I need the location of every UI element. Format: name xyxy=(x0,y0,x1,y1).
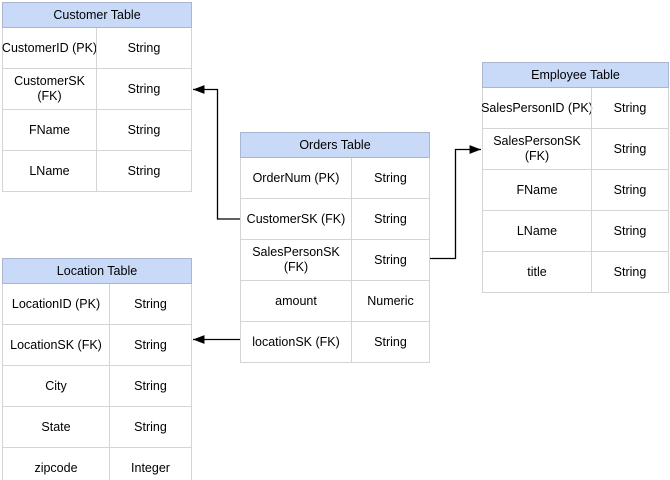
table-row[interactable]: LocationID (PK) String xyxy=(3,284,191,324)
table-row[interactable]: State String xyxy=(3,406,191,447)
table-row[interactable]: CustomerSK (FK) String xyxy=(241,198,429,239)
table-row[interactable]: LName String xyxy=(483,210,668,251)
table-row[interactable]: SalesPersonSK (FK) String xyxy=(483,128,668,169)
field-type: String xyxy=(96,151,191,191)
field-name: amount xyxy=(275,293,317,308)
field-type: String xyxy=(591,170,668,210)
field-name: locationSK (FK) xyxy=(252,334,340,349)
field-name: title xyxy=(527,264,547,279)
table-row[interactable]: LName String xyxy=(3,150,191,191)
field-type: String xyxy=(109,325,191,365)
table-row[interactable]: OrderNum (PK) String xyxy=(241,158,429,198)
field-type: Integer xyxy=(109,448,191,480)
table-row[interactable]: title String xyxy=(483,251,668,292)
field-name: SalesPersonSK (FK) xyxy=(252,245,340,274)
field-type: String xyxy=(591,252,668,292)
table-row[interactable]: City String xyxy=(3,365,191,406)
field-type: String xyxy=(351,199,429,239)
field-type: String xyxy=(109,366,191,406)
field-name: SalesPersonSK (FK) xyxy=(493,134,581,163)
field-name: CustomerSK (FK) xyxy=(246,211,346,226)
field-name: FName xyxy=(516,182,558,197)
table-row[interactable]: zipcode Integer xyxy=(3,447,191,480)
table-row[interactable]: locationSK (FK) String xyxy=(241,321,429,362)
table-row[interactable]: CustomerSK (FK) String xyxy=(3,68,191,109)
field-name: CustomerSK (FK) xyxy=(14,74,85,103)
employee-table[interactable]: Employee Table SalesPersonID (PK) String… xyxy=(481,62,669,293)
field-type: String xyxy=(591,211,668,251)
table-row[interactable]: amount Numeric xyxy=(241,280,429,321)
field-name: zipcode xyxy=(34,460,78,475)
location-table-title: Location Table xyxy=(2,258,192,284)
field-name: LocationSK (FK) xyxy=(10,337,102,352)
table-row[interactable]: FName String xyxy=(483,169,668,210)
field-type: String xyxy=(96,110,191,150)
field-type: String xyxy=(351,322,429,362)
field-name: OrderNum (PK) xyxy=(252,170,340,185)
field-name: FName xyxy=(29,122,70,137)
field-type: String xyxy=(109,284,191,324)
field-type: String xyxy=(351,240,429,280)
field-type: String xyxy=(351,158,429,198)
field-name: City xyxy=(45,378,67,393)
orders-table-title: Orders Table xyxy=(240,132,430,158)
field-type: String xyxy=(591,129,668,169)
field-type: Numeric xyxy=(351,281,429,321)
field-name: LocationID (PK) xyxy=(11,296,101,311)
field-type: String xyxy=(109,407,191,447)
connector-orders-customer[interactable] xyxy=(193,85,240,220)
field-type: String xyxy=(96,28,191,68)
table-row[interactable]: LocationSK (FK) String xyxy=(3,324,191,365)
employee-table-title: Employee Table xyxy=(482,62,669,88)
field-name: SalesPersonID (PK) xyxy=(481,100,593,115)
connector-orders-employee[interactable] xyxy=(430,145,481,260)
table-row[interactable]: SalesPersonSK (FK) String xyxy=(241,239,429,280)
field-name: LName xyxy=(516,223,558,238)
field-name: CustomerID (PK) xyxy=(1,40,98,55)
orders-table[interactable]: Orders Table OrderNum (PK) String Custom… xyxy=(240,132,430,363)
customer-table[interactable]: Customer Table CustomerID (PK) String Cu… xyxy=(2,2,192,192)
location-table[interactable]: Location Table LocationID (PK) String Lo… xyxy=(2,258,192,480)
table-row[interactable]: FName String xyxy=(3,109,191,150)
table-row[interactable]: SalesPersonID (PK) String xyxy=(481,88,668,128)
customer-table-title: Customer Table xyxy=(2,2,192,28)
field-name: LName xyxy=(29,163,70,178)
field-type: String xyxy=(96,69,191,109)
field-name: State xyxy=(41,419,71,434)
field-type: String xyxy=(591,88,668,128)
table-row[interactable]: CustomerID (PK) String xyxy=(1,28,191,68)
